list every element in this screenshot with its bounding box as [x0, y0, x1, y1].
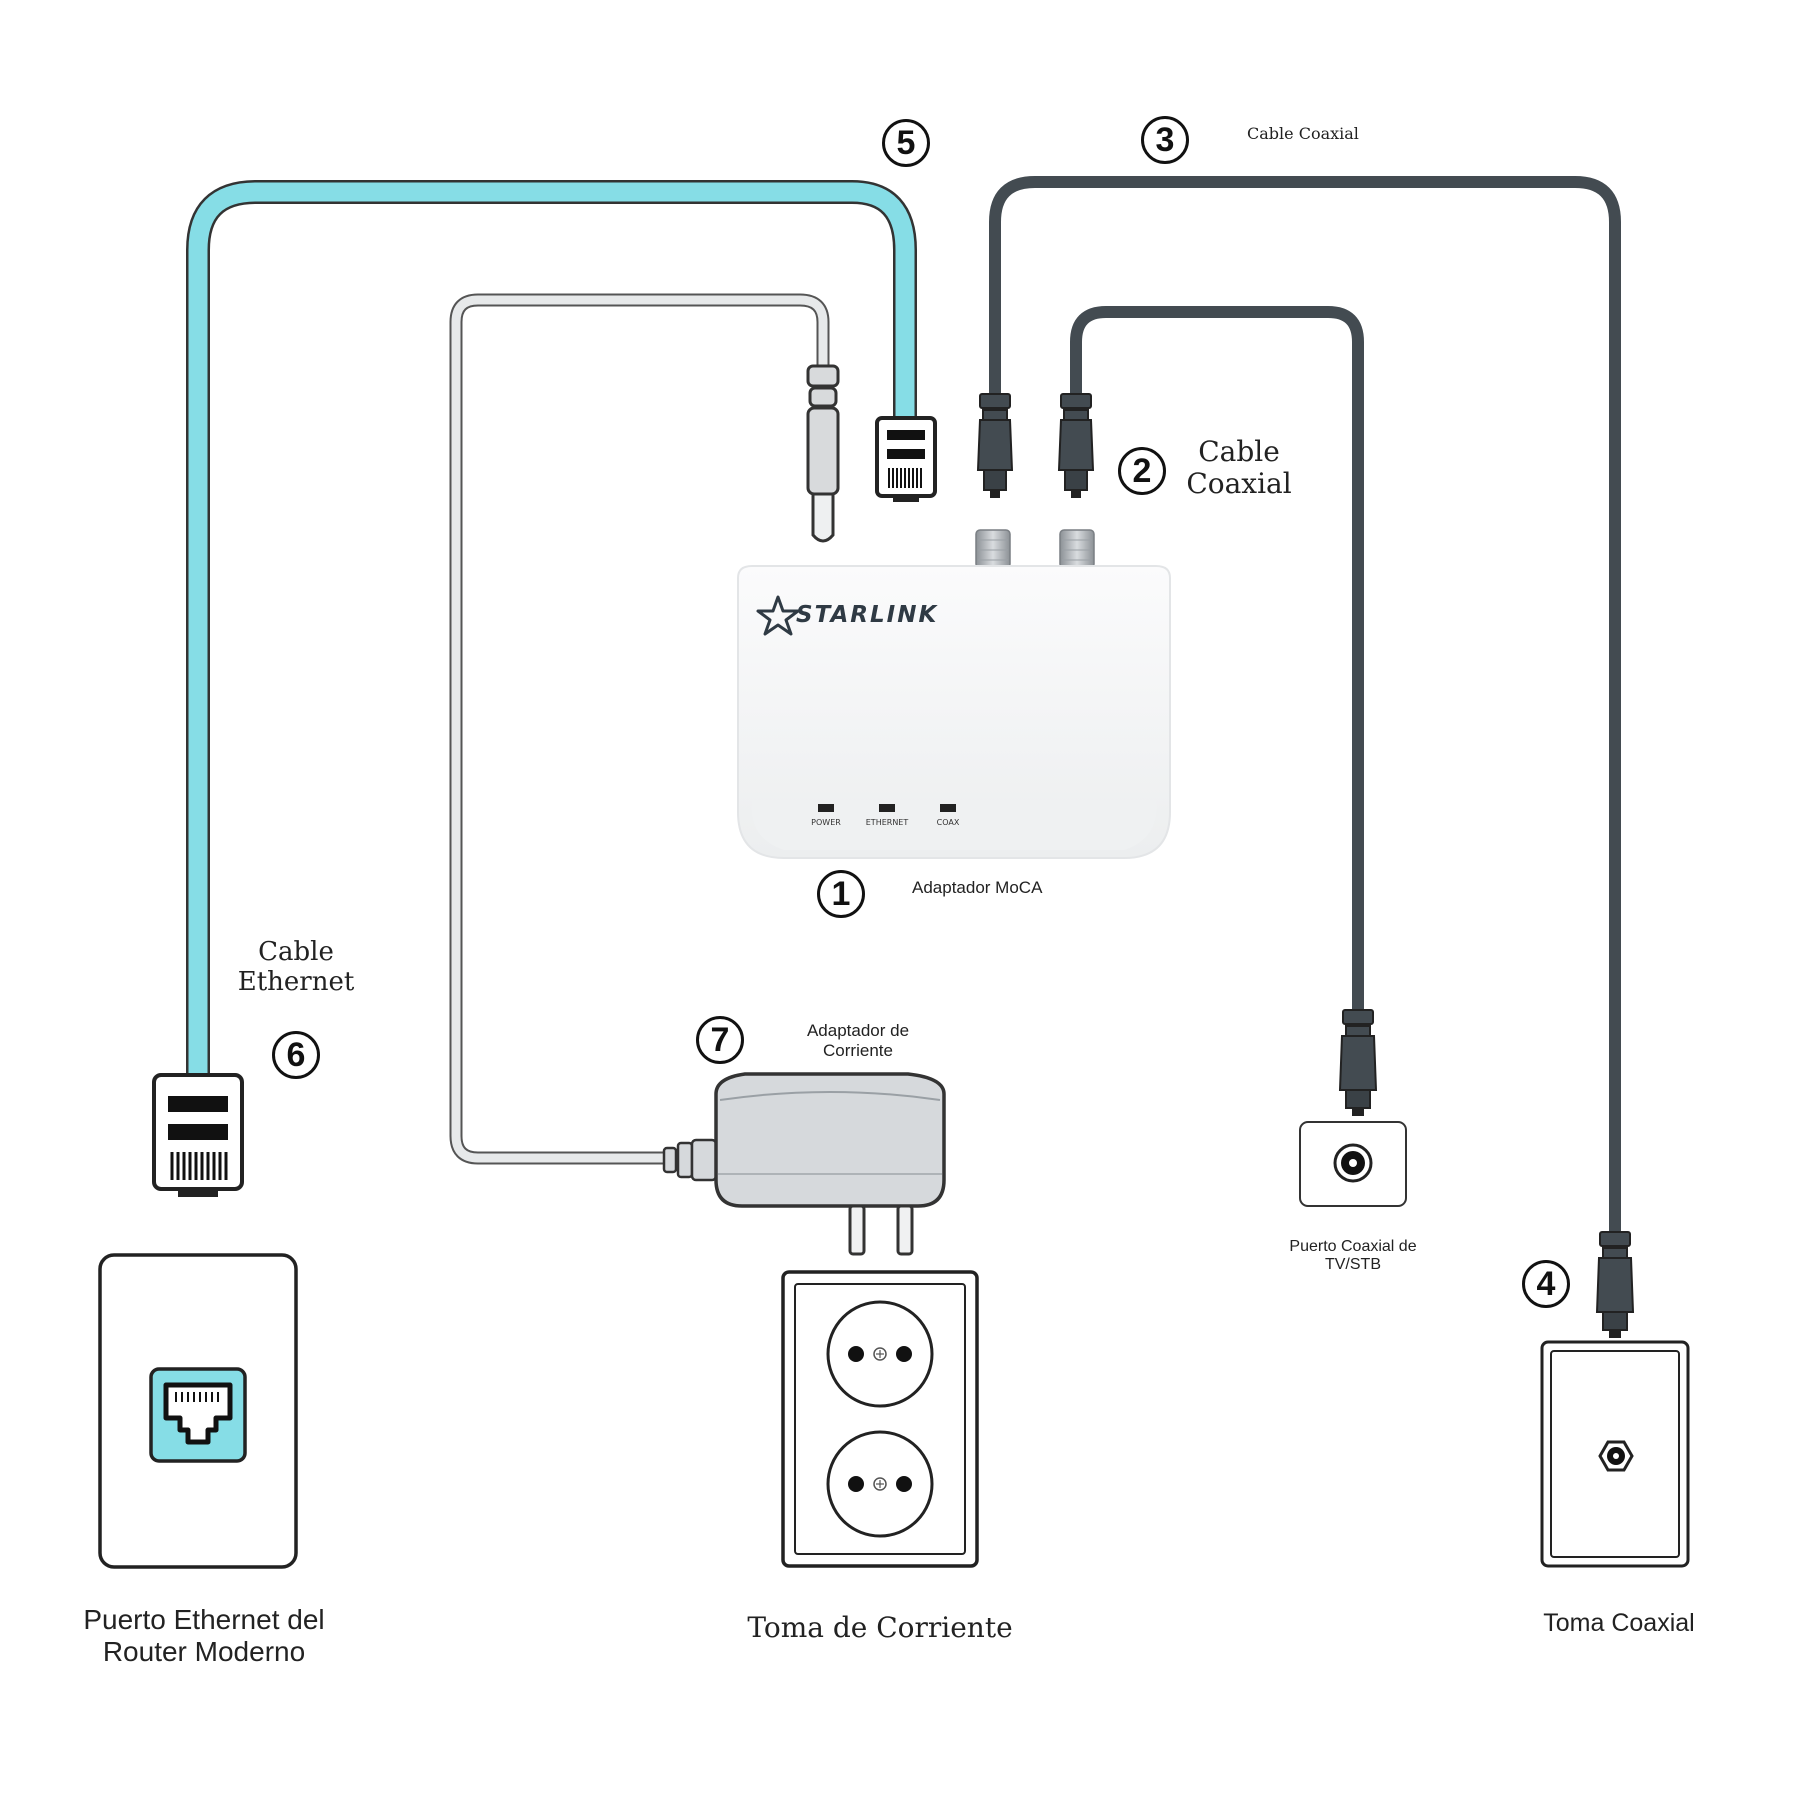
label-coax-outlet: Toma Coaxial [1543, 1609, 1695, 1637]
router-ethernet-port [98, 1253, 298, 1569]
callout-3: 3 [1141, 116, 1189, 164]
callout-6: 6 [272, 1031, 320, 1079]
dc-barrel-plug-icon [806, 364, 840, 543]
wall-coax-outlet [1540, 1340, 1690, 1568]
label-tv-coax-port-line1: Puerto Coaxial de [1289, 1238, 1417, 1255]
power-adapter-device [662, 1072, 946, 1256]
callout-2: 2 [1118, 447, 1166, 495]
callout-7: 7 [696, 1016, 744, 1064]
callout-5: 5 [882, 119, 930, 167]
label-coax-cable-mid-line2: Coaxial [1186, 467, 1292, 501]
label-power-adapter-line2: Corriente [823, 1040, 893, 1060]
label-coax-cable-mid-line1: Cable [1198, 435, 1280, 468]
led-label-coax: COAX [936, 818, 960, 827]
label-moca-adapter: Adaptador MoCA [912, 878, 1043, 897]
power-cable [449, 293, 830, 1165]
label-power-adapter: Adaptador de Corriente [807, 1021, 909, 1060]
rj45-connector-icon [152, 1073, 244, 1197]
coax-plug-icon [1057, 393, 1095, 498]
label-coax-cable-mid: Cable Coaxial [1186, 435, 1292, 501]
coax-cable-to-tv [1070, 306, 1364, 1018]
coax-plug-icon [976, 393, 1014, 498]
label-coax-cable-top: Cable Coaxial [1247, 124, 1359, 143]
rj45-connector-icon [875, 416, 937, 502]
coax-plug-icon [1595, 1231, 1635, 1338]
label-power-outlet: Toma de Corriente [747, 1611, 1013, 1644]
ethernet-cable [186, 180, 917, 1090]
label-tv-coax-port-line2: TV/STB [1324, 1256, 1381, 1274]
label-tv-coax-port: Puerto Coaxial de TV/STB [1289, 1238, 1416, 1275]
label-router-port-line1: Puerto Ethernet del [83, 1604, 325, 1635]
callout-4: 4 [1522, 1260, 1570, 1308]
coax-plug-icon [1338, 1009, 1378, 1116]
led-label-power: POWER [811, 818, 841, 827]
label-ethernet-cable-line1: Cable [258, 937, 334, 967]
tv-coax-port [1299, 1121, 1407, 1207]
device-brand-logo: STARLINK [796, 602, 939, 628]
callout-1: 1 [817, 870, 865, 918]
label-ethernet-cable: Cable Ethernet [237, 937, 355, 998]
coax-cable-to-wall [989, 176, 1621, 1240]
label-router-ethernet-port: Puerto Ethernet del Router Moderno [83, 1604, 324, 1668]
label-router-port-line2: Router Moderno [102, 1636, 306, 1668]
schuko-outlet-icon [781, 1270, 979, 1568]
label-power-adapter-line1: Adaptador de [806, 1021, 910, 1040]
moca-adapter-device [737, 529, 1171, 859]
led-label-ethernet: ETHERNET [865, 818, 909, 827]
label-ethernet-cable-line2: Ethernet [237, 966, 355, 997]
